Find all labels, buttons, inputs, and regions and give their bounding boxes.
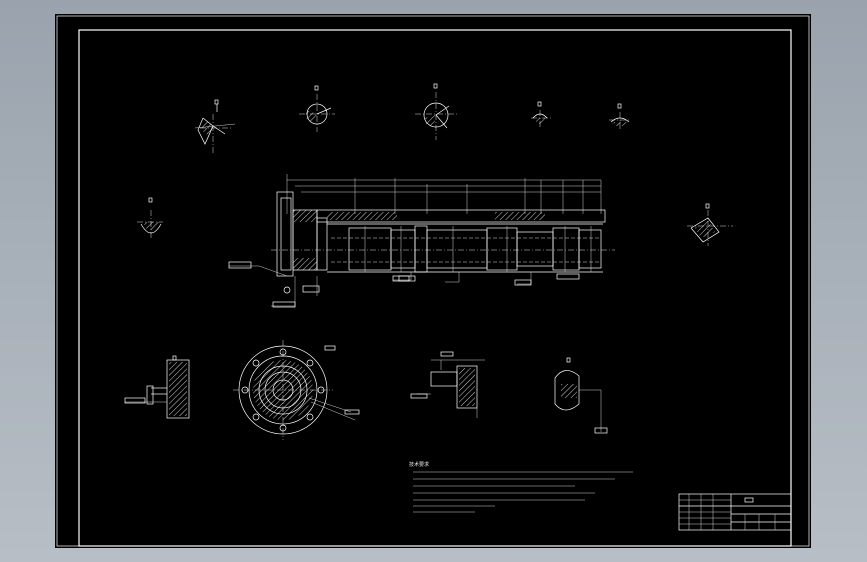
section-view-5 bbox=[609, 103, 631, 130]
title-block bbox=[678, 493, 792, 531]
detail-view-block bbox=[410, 351, 485, 418]
drawing-canvas: 技术要求 bbox=[56, 15, 810, 547]
section-view-right bbox=[687, 203, 733, 246]
drawing-sheet: 技术要求 bbox=[55, 14, 811, 548]
section-view-1 bbox=[194, 99, 236, 154]
outer-frame bbox=[56, 15, 810, 547]
side-plate-view bbox=[124, 355, 190, 419]
section-view-2 bbox=[299, 85, 335, 132]
inner-frame bbox=[78, 29, 792, 547]
flange-view bbox=[233, 340, 360, 440]
detail-view-round bbox=[554, 357, 608, 434]
section-view-3 bbox=[415, 83, 459, 140]
section-view-left bbox=[137, 197, 163, 240]
section-view-4 bbox=[531, 101, 551, 128]
technical-notes: 技术要求 bbox=[409, 461, 633, 513]
notes-scribble bbox=[413, 471, 633, 513]
main-shaft-assembly bbox=[228, 174, 615, 308]
notes-heading: 技术要求 bbox=[409, 461, 429, 468]
